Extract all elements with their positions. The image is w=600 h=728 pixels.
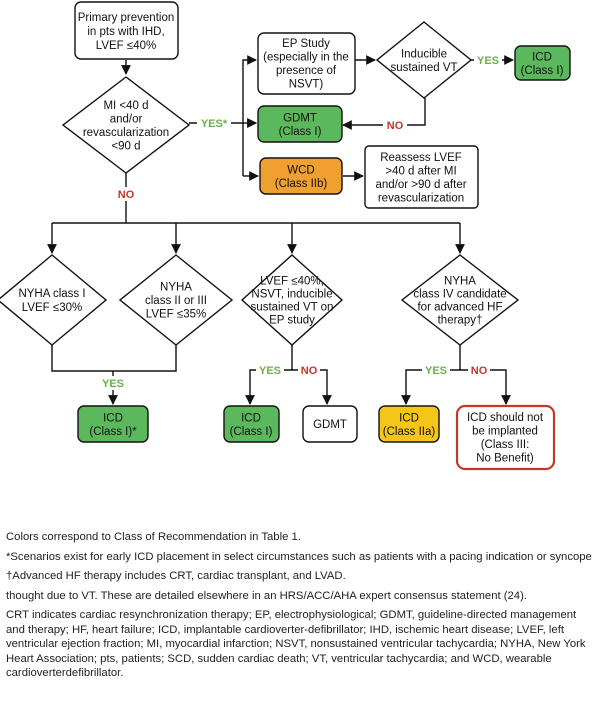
yes-label-nyha: YES <box>102 378 124 390</box>
note-advanced-hf: †Advanced HF therapy includes CRT, cardi… <box>6 570 346 582</box>
gdmt-mid-box <box>302 405 358 443</box>
nyha23-diamond <box>118 254 234 346</box>
icd-class1-top-box <box>514 45 571 81</box>
note-colors: Colors correspond to Class of Recommenda… <box>6 531 301 543</box>
figure-notes: Colors correspond to Class of Recommenda… <box>6 530 598 686</box>
no-icd-class3-box <box>455 404 556 471</box>
yes-label-lvef: YES <box>259 365 281 377</box>
shapes <box>0 1 571 471</box>
yes-label-inducible: YES <box>477 55 499 67</box>
no-label-lvef: NO <box>301 365 318 377</box>
no-label-nyha4: NO <box>471 365 488 377</box>
nyha4-diamond <box>400 254 520 346</box>
wcd-text: WCD(Class IIb) <box>275 164 328 190</box>
ep-study-box <box>257 32 356 95</box>
icd-class1-mid-box <box>223 405 280 443</box>
inducible-vt-diamond <box>375 21 473 99</box>
icd-class2a-box <box>378 405 440 443</box>
yes-star-label: YES* <box>201 118 228 130</box>
note-vt: thought due to VT. These are detailed el… <box>6 589 527 602</box>
icd-left-text: ICD(Class I)* <box>89 412 137 438</box>
reassess-box <box>364 145 479 209</box>
icd-2a-text: ICD(Class IIa) <box>383 412 436 438</box>
icd-class1-star-box <box>77 405 149 443</box>
note-abbreviations: CRT indicates cardiac resynchronization … <box>6 609 586 679</box>
icd-mid-text: ICD(Class I) <box>230 412 273 438</box>
note-early-icd: *Scenarios exist for early ICD placement… <box>6 550 592 563</box>
wcd-box <box>259 157 343 195</box>
start-box <box>74 1 179 60</box>
yes-label-nyha4: YES <box>425 365 447 377</box>
gdmt-top-text: GDMT(Class I) <box>279 112 322 138</box>
edge-labels: YES* YES NO NO YES YES NO YES NO <box>98 53 502 390</box>
lvef-nsvt-diamond <box>240 254 344 346</box>
gdmt-mid-text: GDMT <box>313 419 347 431</box>
no-label-mi: NO <box>118 189 135 201</box>
icd-top-text: ICD(Class I) <box>521 51 564 77</box>
nyha1-diamond <box>0 254 108 346</box>
mi-decision-diamond <box>61 76 191 174</box>
gdmt-class1-box <box>257 105 343 143</box>
no-label-inducible: NO <box>387 120 404 132</box>
